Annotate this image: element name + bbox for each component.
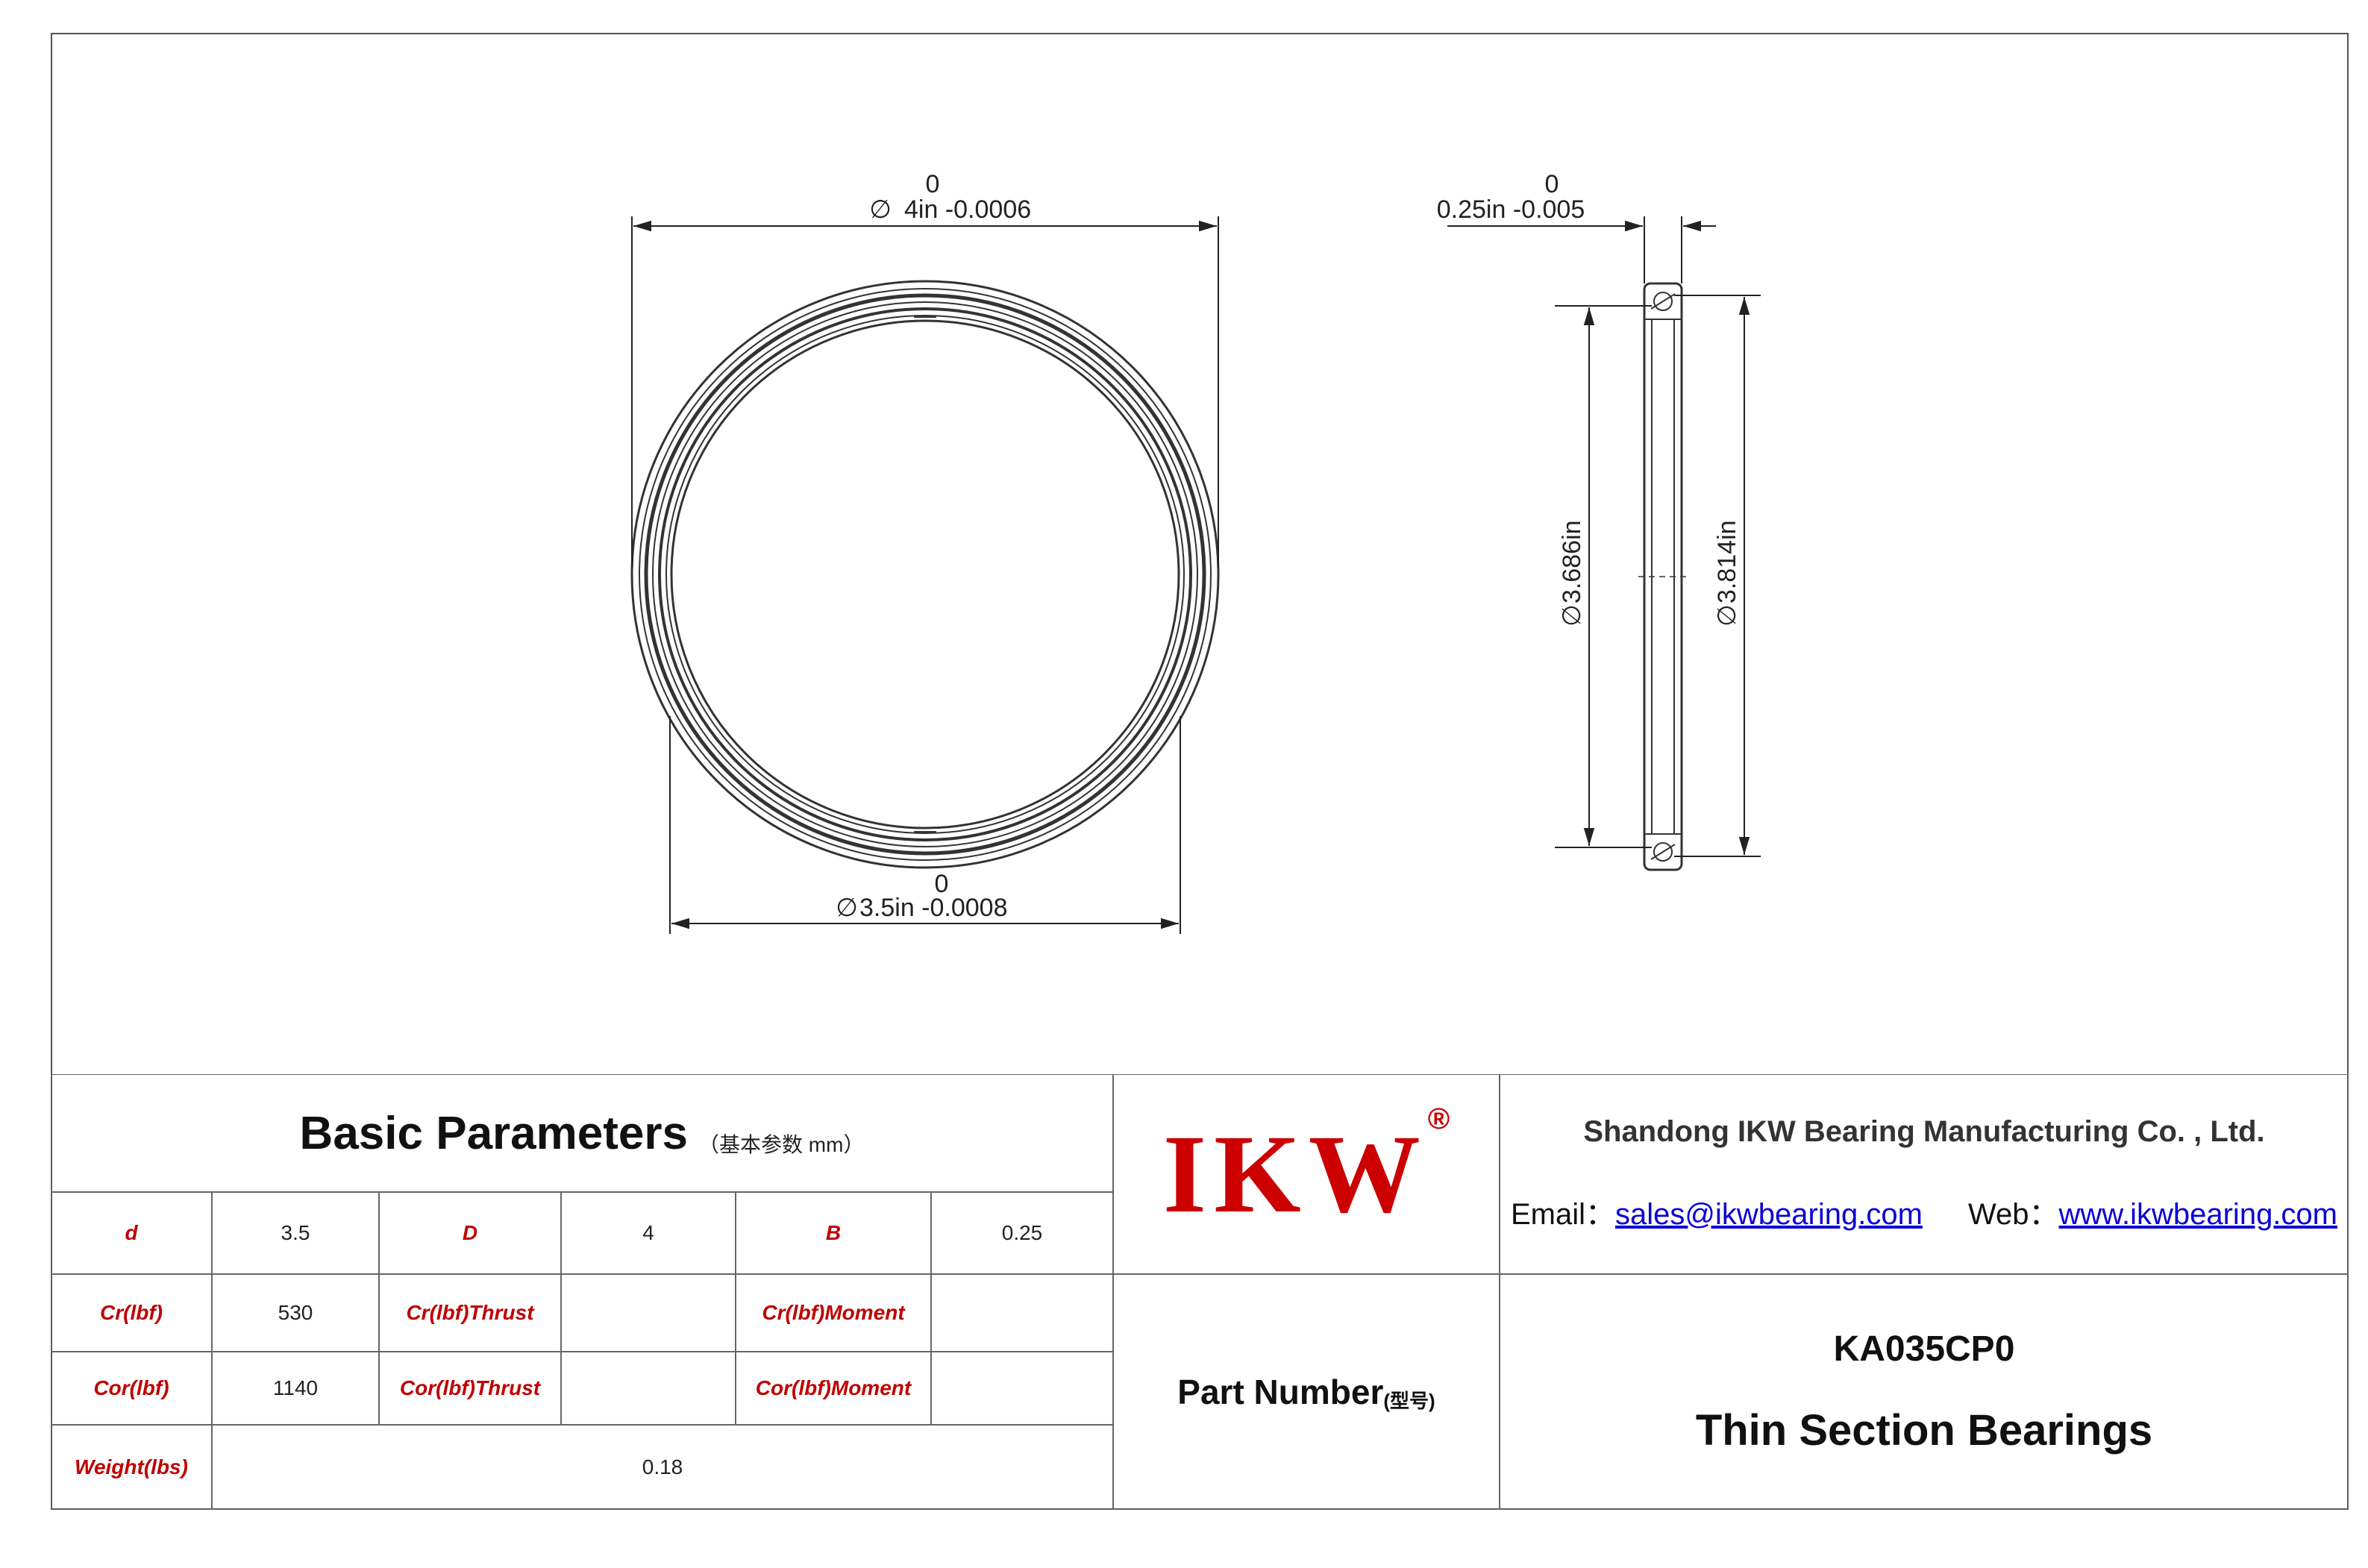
weight-value: 0.18 <box>212 1425 1113 1510</box>
width-tolerance-top: 0 <box>1545 170 1559 198</box>
side-view <box>1638 282 1688 871</box>
param-value: 3.5 <box>212 1192 379 1274</box>
contact-row: Email：sales@ikwbearing.com Web：www.ikwbe… <box>1500 1190 2348 1233</box>
email-label: Email： <box>1511 1197 1616 1231</box>
inner-dim-value: 3.5in -0.0008 <box>859 894 1008 922</box>
inner-diameter-dimension <box>669 716 1181 934</box>
logo-text: IKW <box>1162 1112 1428 1236</box>
param-label: Cr(lbf)Moment <box>736 1274 931 1352</box>
param-label: Cor(lbf) <box>51 1352 212 1425</box>
email-link[interactable]: sales@ikwbearing.com <box>1615 1197 1923 1231</box>
diameter-symbol: ∅ <box>836 894 858 922</box>
diameter-symbol: ∅ <box>869 195 892 224</box>
diameter-symbol: ∅ <box>1713 604 1741 627</box>
web-label: Web： <box>1968 1197 2059 1231</box>
basic-parameters-subtitle: （基本参数 mm） <box>698 1133 865 1156</box>
param-label: Cor(lbf)Moment <box>736 1352 931 1425</box>
web-group: Web：www.ikwbearing.com <box>1968 1190 2337 1233</box>
front-view <box>630 280 1220 869</box>
outer-diameter-dimension <box>631 216 1219 567</box>
outer-dim-value: 4in -0.0006 <box>904 195 1031 224</box>
inner-dim-tolerance-top: 0 <box>935 870 949 898</box>
param-value: 530 <box>212 1274 379 1352</box>
param-label: Cor(lbf)Thrust <box>379 1352 561 1425</box>
title-block: Basic Parameters （基本参数 mm） d 3.5 D 4 B 0… <box>51 1074 2349 1510</box>
part-name: Thin Section Bearings <box>1695 1406 2153 1455</box>
param-label: d <box>51 1192 212 1274</box>
email-group: Email：sales@ikwbearing.com <box>1511 1190 1923 1233</box>
part-code: KA035CP0 <box>1833 1329 2015 1369</box>
basic-parameters-title: Basic Parameters <box>299 1107 689 1159</box>
param-value: 0.25 <box>931 1192 1113 1274</box>
registered-mark: ® <box>1427 1103 1450 1135</box>
param-value <box>561 1274 736 1352</box>
part-number-label: Part Number <box>1177 1373 1384 1411</box>
outer-race-dim-value: 3.814in <box>1713 520 1741 603</box>
param-label: B <box>736 1192 931 1274</box>
diameter-symbol: ∅ <box>1558 604 1586 627</box>
width-dimension <box>1447 216 1716 283</box>
param-value <box>931 1274 1113 1352</box>
param-value: 4 <box>561 1192 736 1274</box>
web-link[interactable]: www.ikwbearing.com <box>2058 1197 2337 1231</box>
technical-drawing: 0 ∅ 4in -0.0006 0 ∅ 3.5in -0.0008 0 0.25… <box>630 170 1761 934</box>
param-value <box>561 1352 736 1425</box>
inner-race-dim-value: 3.686in <box>1558 520 1586 603</box>
inner-race-dimension <box>1555 305 1652 848</box>
param-value <box>931 1352 1113 1425</box>
part-number-value-cell: KA035CP0 Thin Section Bearings <box>1500 1274 2349 1510</box>
company-name: Shandong IKW Bearing Manufacturing Co. ,… <box>1583 1115 2265 1149</box>
param-label: D <box>379 1192 561 1274</box>
param-value: 1140 <box>212 1352 379 1425</box>
company-cell: Shandong IKW Bearing Manufacturing Co. ,… <box>1500 1074 2349 1274</box>
param-label: Cr(lbf) <box>51 1274 212 1352</box>
ikw-logo: IKW® <box>1162 1103 1450 1238</box>
basic-parameters-header: Basic Parameters （基本参数 mm） <box>51 1074 1113 1192</box>
width-dim-value: 0.25in -0.005 <box>1437 195 1585 224</box>
outer-race-dimension <box>1674 295 1761 857</box>
part-number-label-sub: (型号) <box>1383 1389 1435 1412</box>
param-label: Cr(lbf)Thrust <box>379 1274 561 1352</box>
weight-label: Weight(lbs) <box>51 1425 212 1510</box>
outer-dim-tolerance-top: 0 <box>926 170 940 198</box>
part-number-label-cell: Part Number(型号) <box>1113 1274 1500 1510</box>
logo-cell: IKW® <box>1113 1074 1500 1274</box>
